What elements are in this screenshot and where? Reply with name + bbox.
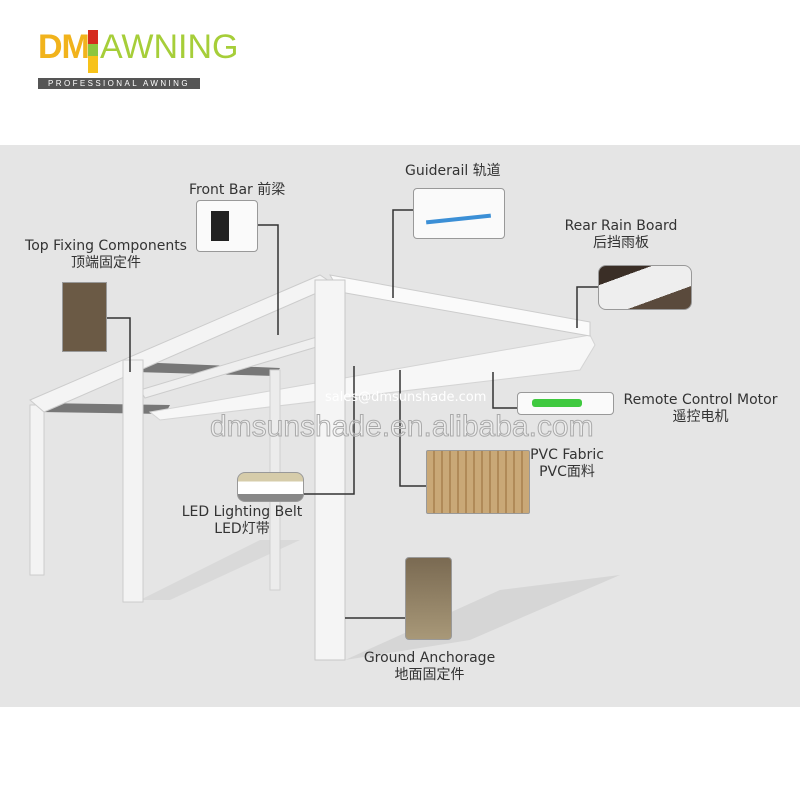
logo-tagline: PROFESSIONAL AWNING	[38, 78, 200, 89]
label-zh: 后挡雨板	[593, 235, 649, 251]
logo-stripe-mark	[88, 30, 98, 73]
label-zh: LED灯带	[214, 521, 270, 537]
label-zh: PVC面料	[539, 464, 595, 480]
label-en: LED Lighting Belt	[181, 504, 303, 520]
label-en: PVC Fabric	[530, 447, 604, 463]
label-front-bar: Front Bar 前梁	[189, 182, 285, 199]
label-en: Rear Rain Board	[564, 218, 678, 234]
label-zh: 地面固定件	[394, 667, 465, 683]
label-en: Ground Anchorage	[363, 650, 496, 666]
guiderail-thumbnail	[413, 188, 505, 239]
logo-awning: AWNING	[100, 28, 239, 66]
motor-thumbnail	[517, 392, 614, 415]
watermark: dmsunshade.en.alibaba.com	[210, 410, 595, 444]
rear-rain-board-thumbnail	[598, 265, 692, 310]
label-guiderail: Guiderail 轨道	[405, 163, 501, 180]
label-zh: 顶端固定件	[71, 255, 141, 271]
logo-dm: DM	[38, 28, 90, 66]
label-en: Front Bar	[189, 182, 253, 198]
label-en: Remote Control Motor	[623, 392, 778, 408]
front-bar-thumbnail	[196, 200, 258, 252]
label-en: Guiderail	[405, 163, 469, 179]
label-zh: 遥控电机	[672, 409, 729, 425]
label-en: Top Fixing Components	[25, 238, 187, 254]
ground-anchorage-thumbnail	[405, 557, 452, 640]
label-zh: 轨道	[472, 163, 501, 179]
contact-email: sales@dmsunshade.com	[325, 390, 487, 405]
pvc-fabric-thumbnail	[426, 450, 530, 514]
top-fixing-thumbnail	[62, 282, 107, 352]
led-belt-thumbnail	[237, 472, 304, 502]
label-zh: 前梁	[257, 182, 286, 198]
